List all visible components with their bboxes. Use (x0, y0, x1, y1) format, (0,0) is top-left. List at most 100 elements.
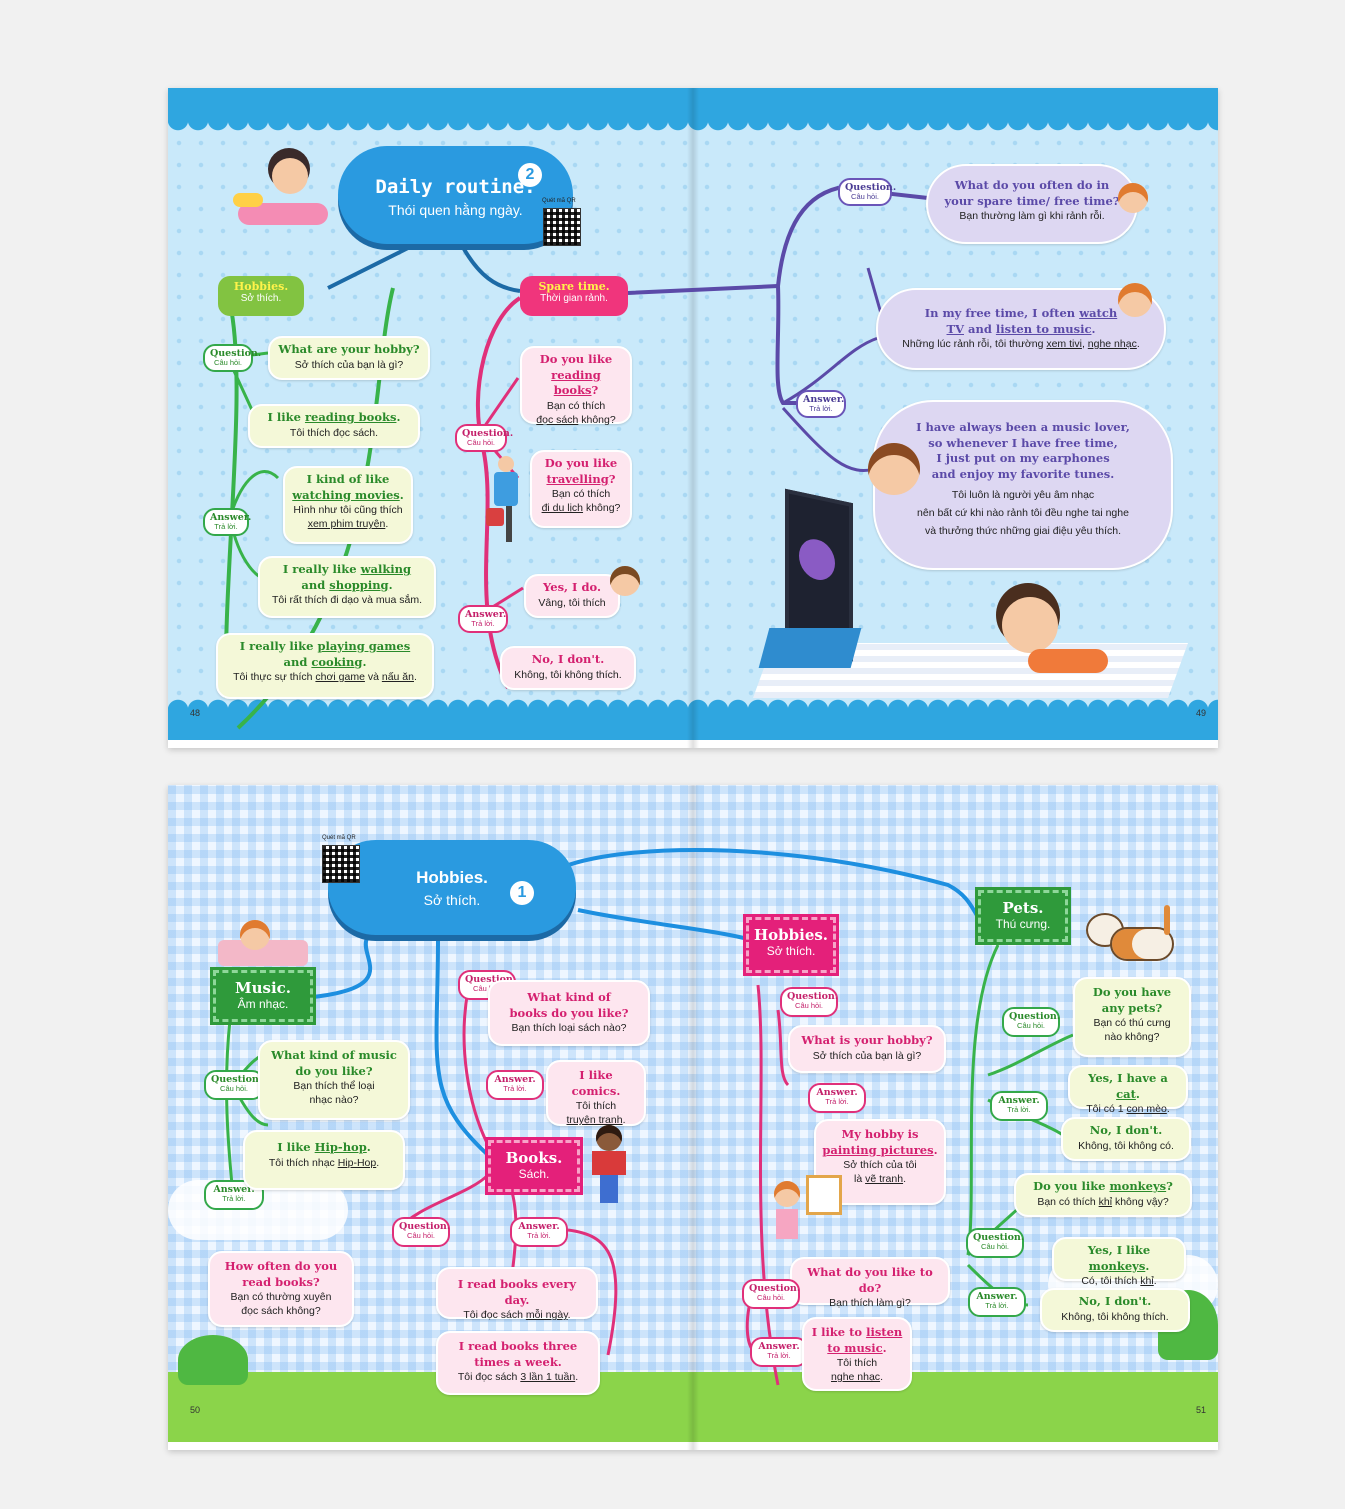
node-vi-underline: đọc sách (536, 413, 579, 426)
music-box[interactable]: Music. Âm nhạc. (213, 970, 313, 1022)
label-en: Question. (465, 974, 517, 985)
node-en: do you like? (295, 1063, 373, 1078)
node-vi: Bạn có thích (546, 399, 606, 412)
node-vi: Bạn có thú cưng (1093, 1017, 1171, 1030)
answer-label: Answer. Trả lời. (808, 1083, 866, 1113)
node-en: I really like (239, 639, 318, 653)
answer-label: Answer. Trả lời. (510, 1217, 568, 1247)
node-en-underline: to music (827, 1340, 883, 1355)
label-en: Answer. (803, 394, 845, 405)
node-vi: Có, tôi thích (1081, 1275, 1141, 1288)
label-vi: Trả lời. (809, 404, 833, 414)
spare-answer-node: Yes, I do. Vâng, tôi thích (524, 574, 620, 618)
node-en: I like to (811, 1325, 867, 1339)
node-en: and (283, 654, 312, 669)
title-cloud: Daily routine. Thói quen hằng ngày. (338, 146, 573, 244)
label-en: Question. (749, 1283, 801, 1294)
node-en: No, I don't. (1078, 1294, 1152, 1308)
node-en-underline: monkeys (1088, 1258, 1146, 1273)
node-vi: Bạn thích thể loại (293, 1080, 375, 1093)
node-vi-underline: xem tivi (1046, 338, 1082, 351)
node-vi-end: . (1153, 1275, 1157, 1288)
girl-illustration (988, 583, 1108, 683)
node-en-end: . (1145, 1258, 1150, 1273)
node-en: Do you like (544, 456, 618, 470)
node-en: I read books every day. (457, 1277, 577, 1307)
node-en: I read books three (458, 1339, 578, 1353)
hobby-question-node: What do you like to do? Bạn thích làm gì… (790, 1257, 950, 1309)
music-vi: Âm nhạc. (237, 997, 289, 1011)
answer-label: Answer. Trả lời. (458, 605, 508, 633)
qr-code[interactable] (322, 845, 360, 883)
node-en-end: . (1135, 1086, 1140, 1101)
book-spine (687, 88, 699, 748)
spare-tag-en: Spare time. (538, 280, 610, 293)
node-en: What kind of music (271, 1048, 397, 1062)
node-en-underline: monkeys (1109, 1179, 1167, 1193)
node-en-end: . (362, 654, 367, 669)
top-spread: Daily routine. Thói quen hằng ngày. 2 Qu… (168, 88, 1218, 748)
node-en: times a week. (474, 1354, 562, 1369)
node-en: What do you like to do? (807, 1265, 933, 1295)
hobbies-en: Hobbies. (753, 926, 829, 944)
title-vi: Thói quen hằng ngày. (388, 202, 523, 218)
music-question-node: What kind of music do you like? Bạn thíc… (258, 1040, 410, 1120)
spare-answer-node: In my free time, I often watch TV and li… (876, 288, 1166, 370)
answer-label: Answer. Trả lời. (796, 390, 846, 418)
spare-answer-node: No, I don't. Không, tôi không thích. (500, 646, 636, 690)
pets-answer-node: No, I don't. Không, tôi không thích. (1040, 1288, 1190, 1332)
node-vi: Tôi thích (836, 1357, 878, 1370)
node-en-underline: walking (360, 562, 412, 576)
node-vi-end: . (385, 518, 389, 531)
answer-label: Answer. Trả lời. (204, 1180, 264, 1210)
qr-code[interactable] (543, 208, 581, 246)
label-vi: Câu hỏi. (851, 192, 879, 202)
node-en-end: . (396, 410, 401, 424)
node-vi-end: không? (578, 413, 616, 426)
boy-face-illustration (610, 566, 640, 596)
pets-box[interactable]: Pets. Thú cưng. (978, 890, 1068, 942)
hobby-answer-node: I really like walking and shopping. Tôi … (258, 556, 436, 618)
label-vi: Câu hỏi. (757, 1293, 785, 1303)
label-vi: Câu hỏi. (981, 1242, 1009, 1252)
label-vi: Trả lời. (985, 1301, 1009, 1311)
label-vi: Trả lời. (503, 1084, 527, 1094)
node-vi-end: . (903, 1173, 906, 1186)
chapter-number: 1 (510, 881, 534, 905)
node-en-underline: cat (1116, 1086, 1136, 1101)
node-vi-end: . (1136, 338, 1140, 351)
hobby-question-node: What is your hobby? Sở thích của bạn là … (788, 1025, 946, 1073)
title-en: Daily routine. (375, 176, 536, 198)
node-en: What do you often do in (954, 178, 1110, 192)
pets-vi: Thú cưng. (995, 917, 1051, 931)
label-en: Answer. (518, 1221, 560, 1232)
books-box[interactable]: Books. Sách. (488, 1140, 580, 1192)
hobbies-box[interactable]: Hobbies. Sở thích. (746, 917, 836, 973)
node-vi: Bạn thường làm gì khi rảnh rỗi. (959, 210, 1105, 223)
node-vi: Bạn có thường xuyên (230, 1291, 332, 1304)
node-vi: Không, tôi không có. (1078, 1139, 1174, 1152)
label-vi: Trả lời. (767, 1351, 791, 1361)
node-en-underline: painting pictures (822, 1142, 934, 1157)
music-en: Music. (234, 979, 291, 997)
node-vi: nhạc nào? (309, 1094, 359, 1107)
node-en-underline: Hip-hop (314, 1140, 367, 1154)
title-cloud: Hobbies. Sở thích. (328, 840, 576, 935)
node-en-underline: reading books (304, 410, 397, 424)
node-vi-underline: nấu ăn (381, 671, 414, 684)
node-en: any pets? (1101, 1000, 1163, 1015)
label-en: Answer. (976, 1291, 1018, 1302)
node-en: Do you like (1033, 1179, 1110, 1193)
question-label: Question. Câu hỏi. (203, 344, 261, 372)
answer-label: Answer. Trả lời. (750, 1337, 808, 1367)
node-vi-underline: nghe nhạc (1087, 338, 1137, 351)
node-en-underline: reading books (551, 367, 601, 398)
node-en-end: ? (591, 383, 599, 398)
pets-answer-node: No, I don't. Không, tôi không có. (1061, 1117, 1191, 1161)
node-en-end: ? (608, 471, 616, 486)
label-en: Answer. (213, 1184, 255, 1195)
hobbies-tag[interactable]: Hobbies. Sở thích. (218, 276, 304, 316)
spare-time-tag[interactable]: Spare time. Thời gian rảnh. (520, 276, 628, 316)
node-vi-end: không vậy? (1112, 1195, 1169, 1208)
node-en: No, I don't. (1089, 1123, 1163, 1137)
